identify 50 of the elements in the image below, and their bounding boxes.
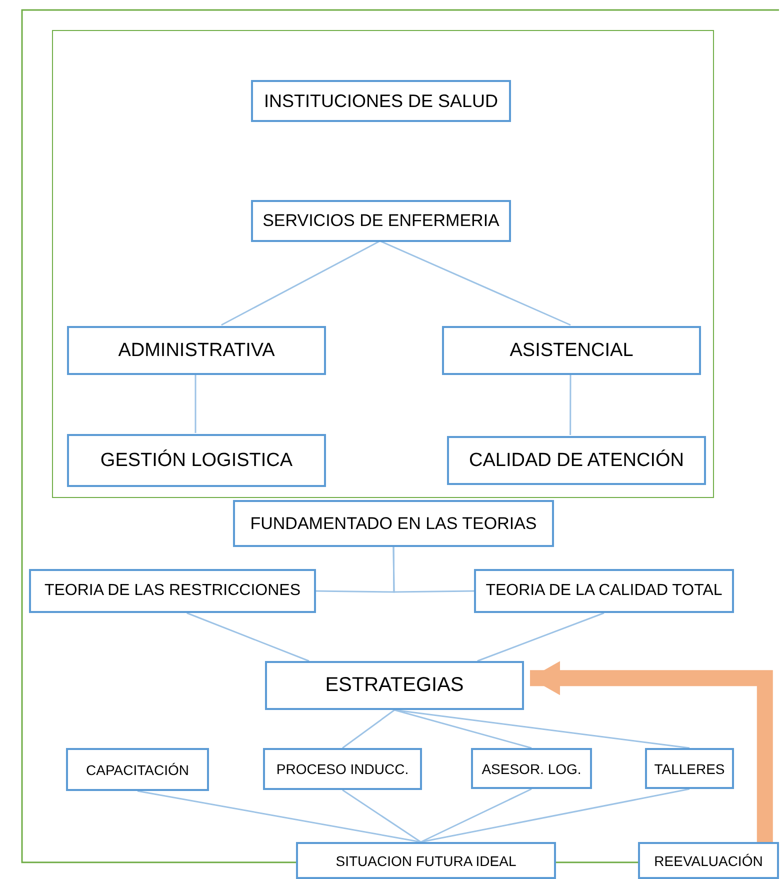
process-box <box>442 326 701 375</box>
arrow <box>530 661 773 842</box>
process-box <box>474 569 734 613</box>
connector-line <box>342 709 395 749</box>
process-box <box>296 842 556 879</box>
node-label: FUNDAMENTADO EN LAS TEORIAS <box>250 514 537 534</box>
process-box <box>645 748 734 789</box>
connector-line <box>394 709 532 749</box>
connector-line <box>380 240 571 326</box>
connector-line <box>394 709 690 749</box>
connector-line <box>392 547 474 593</box>
process-box <box>447 436 706 485</box>
process-box <box>67 434 326 487</box>
process-box <box>251 80 511 122</box>
node-label: ADMINISTRATIVA <box>118 340 275 362</box>
node-label: SERVICIOS DE ENFERMERIA <box>262 211 500 231</box>
connector-line <box>570 374 572 435</box>
node-label: INSTITUCIONES DE SALUD <box>264 90 498 112</box>
connector-line <box>21 9 779 864</box>
process-box <box>265 661 524 710</box>
node-label: TEORIA DE LA CALIDAD TOTAL <box>486 582 722 600</box>
connector-line <box>556 862 638 864</box>
process-box <box>233 500 554 547</box>
node-label: CALIDAD DE ATENCIÓN <box>468 450 684 472</box>
node-label: GESTIÓN LOGISTICA <box>100 450 293 472</box>
process-box <box>263 748 422 790</box>
node-label: ESTRATEGIAS <box>325 674 464 697</box>
node-label: TALLERES <box>654 760 725 776</box>
connector-line <box>342 789 422 843</box>
connector-line <box>186 612 310 662</box>
process-box <box>471 748 592 789</box>
connector-line <box>221 240 380 326</box>
process-box <box>638 842 779 879</box>
process-box <box>67 326 326 375</box>
node-label: ASESOR. LOG. <box>482 760 582 776</box>
node-label: PROCESO INDUCC. <box>276 761 409 777</box>
node-label: CAPACITACIÓN <box>86 762 189 778</box>
connector-line <box>420 788 532 843</box>
node-label: REEVALUACIÓN <box>654 852 763 868</box>
connector-line <box>420 788 690 843</box>
process-box <box>251 200 511 242</box>
node-label: TEORIA DE LAS RESTRICCIONES <box>44 582 301 600</box>
process-box <box>29 569 316 613</box>
connector-line <box>137 790 421 843</box>
group-frame <box>52 30 714 498</box>
node-label: SITUACION FUTURA IDEAL <box>336 852 516 868</box>
connector-line <box>194 374 196 433</box>
node-label: ASISTENCIAL <box>510 340 634 362</box>
process-box <box>66 748 209 791</box>
connector-line <box>477 612 604 662</box>
